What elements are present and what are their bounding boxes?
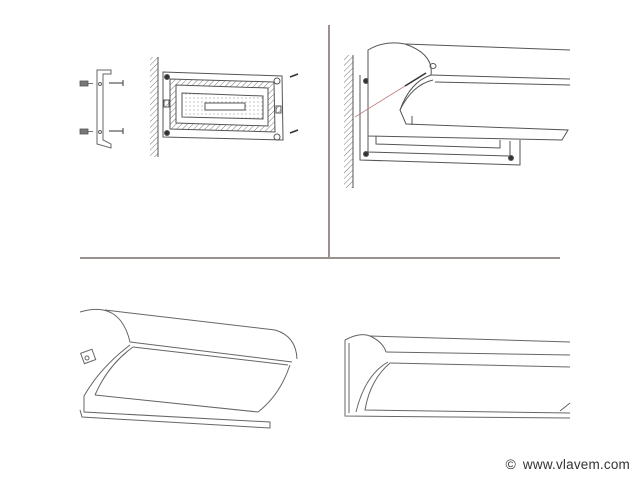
step-2-drawing (344, 42, 571, 188)
step-2-panel: Step 2: Attach fixture housing to mounti… (330, 0, 640, 256)
fixture-housing (367, 42, 571, 141)
fixture-profile (344, 334, 571, 419)
back-plate (162, 71, 284, 141)
step-1-drawing (79, 57, 299, 157)
mounting-plates (359, 75, 521, 166)
screw-icon (404, 72, 427, 87)
step-1-panel: Step 1: Mount bracket and back plate to … (0, 0, 328, 256)
fixture-perspective (79, 308, 298, 429)
wall-section (344, 55, 353, 188)
horizontal-divider (80, 257, 560, 259)
screws-icon (289, 73, 299, 134)
copyright-icon: © (505, 456, 516, 472)
step-3-drawing (79, 308, 298, 429)
screws-icon (109, 80, 124, 134)
step-4-panel: Step 4: Assembled fixture, side profile … (330, 270, 640, 450)
watermark-text: www.vlavem.com (522, 457, 630, 472)
wall-section (150, 57, 158, 157)
vertical-divider (328, 25, 330, 258)
watermark: © www.vlavem.com (505, 456, 630, 472)
step-4-drawing (344, 334, 571, 419)
step-3-panel: Step 3: Assembled fixture, perspective v… (0, 270, 330, 480)
mounting-bracket (96, 69, 112, 149)
wall-anchors-icon (79, 80, 93, 135)
